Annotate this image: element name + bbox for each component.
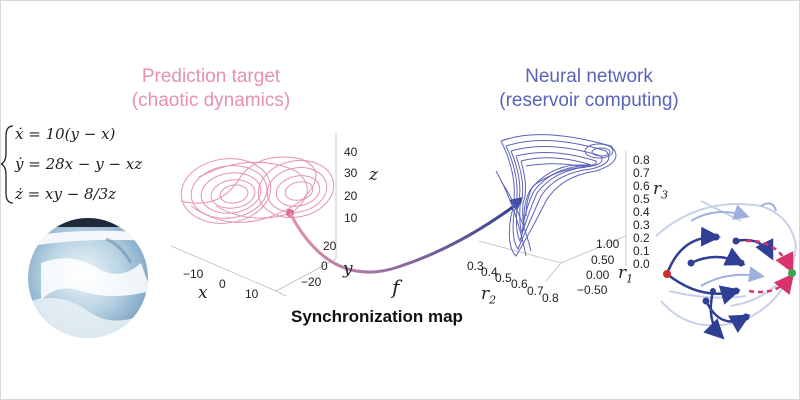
z-axis-label: z: [369, 165, 378, 185]
equation-brace: [1, 125, 14, 204]
synchronization-map-curve: [288, 199, 522, 274]
reservoir-network-graph: [655, 200, 798, 340]
r3-tick: 0.1: [633, 244, 650, 258]
r3-tick: 0.7: [633, 166, 650, 180]
y-tick: 0: [321, 259, 328, 273]
right-title-line2: (reservoir computing): [499, 90, 679, 111]
equation-x: ẋ = 10(y − x): [15, 125, 116, 143]
r3-tick: 0.8: [633, 153, 650, 167]
r2-axis-label: r2: [481, 284, 497, 307]
r1-axis-label: r1: [618, 263, 634, 286]
r1-tick: 0.00: [586, 268, 610, 282]
r3-tick: 0.6: [633, 179, 650, 193]
equation-y: ẏ = 28x − y − xz: [15, 155, 143, 173]
r2-tick: 0.3: [467, 259, 484, 273]
y-tick: −20: [301, 275, 322, 289]
r2-tick: 0.5: [495, 271, 512, 285]
y-axis-label: y: [343, 259, 353, 279]
right-title: Neural network (reservoir computing): [479, 65, 699, 113]
r3-tick: 0.2: [633, 231, 650, 245]
reservoir-attractor-plot: [478, 134, 627, 282]
lorenz-attractor-plot: [170, 133, 337, 297]
r1-tick: 0.50: [591, 253, 615, 267]
right-title-line1: Neural network: [525, 66, 653, 87]
r2-tick: 0.8: [542, 291, 559, 305]
z-tick: 30: [344, 166, 358, 180]
left-title: Prediction target (chaotic dynamics): [111, 65, 311, 113]
left-title-line1: Prediction target: [141, 66, 281, 87]
z-tick: 40: [344, 145, 358, 159]
z-tick: 10: [344, 211, 358, 225]
r3-tick: 0.4: [633, 205, 650, 219]
map-symbol: f: [392, 275, 400, 299]
x-tick: 0: [219, 277, 226, 291]
map-label: Synchronization map: [291, 307, 463, 326]
r2-tick: 0.6: [511, 277, 528, 291]
r1-tick: 1.00: [596, 237, 620, 251]
r2-tick: 0.4: [481, 265, 498, 279]
x-tick: −10: [183, 267, 204, 281]
r3-tick: 0.0: [633, 257, 650, 271]
y-tick: 20: [323, 239, 337, 253]
r2-tick: 0.7: [527, 284, 544, 298]
equation-z: ż = xy − 8/3z: [15, 185, 117, 203]
left-title-line2: (chaotic dynamics): [131, 90, 291, 111]
r1-tick: −0.50: [577, 283, 608, 297]
r3-tick: 0.3: [633, 218, 650, 232]
x-tick: 10: [245, 287, 259, 301]
earth-photo: [28, 218, 148, 338]
x-axis-label: x: [198, 283, 208, 303]
r3-tick: 0.5: [633, 192, 650, 206]
r3-axis-label: r3: [653, 179, 669, 202]
z-tick: 20: [344, 189, 358, 203]
